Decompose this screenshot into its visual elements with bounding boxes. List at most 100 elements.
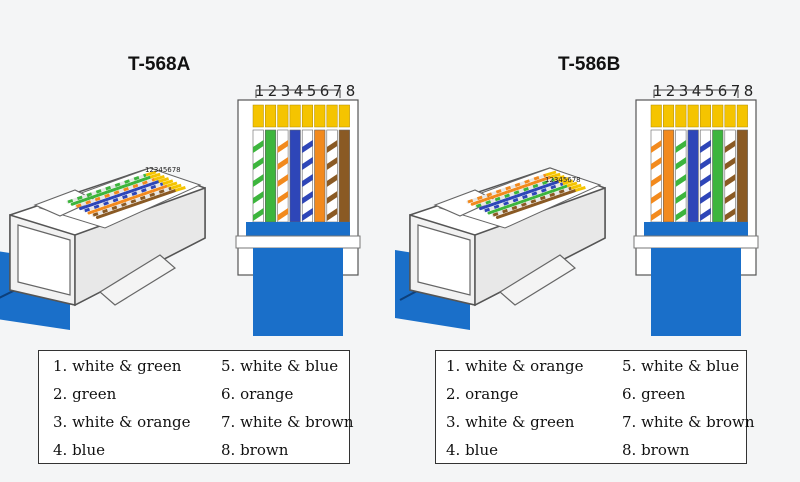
perspective-wire (79, 180, 161, 211)
legend-item: 7. white & brown (622, 413, 755, 431)
cable-jacket (246, 222, 350, 236)
gold-contact (650, 104, 662, 128)
wire-stripe (724, 174, 736, 187)
wire-stripe (326, 140, 338, 153)
wire-stripe (651, 157, 662, 170)
pin-number: 2 (267, 82, 278, 100)
wire-pin-6 (314, 129, 326, 223)
perspective-wire (487, 184, 569, 215)
wire-stripe (675, 174, 687, 187)
wire-stripe (253, 157, 264, 170)
wire-stripe (326, 208, 338, 221)
wire-stripe (277, 174, 289, 187)
legend-item: 3. white & orange (53, 413, 191, 431)
wire-pin-8 (338, 129, 350, 223)
wire-stripe (302, 208, 313, 221)
perspective-wire (70, 175, 152, 206)
wire-stripe (700, 208, 711, 221)
rj45-front-view-b (633, 89, 759, 336)
legend-item: 8. brown (622, 441, 690, 459)
rj45-connector-icon: 12345678 (395, 167, 606, 330)
ethernet-cable-icon (651, 248, 741, 336)
wire-stripe (651, 208, 662, 221)
mini-pin-numbers: 12345678 (545, 176, 581, 184)
wire-stripe (302, 191, 313, 204)
pin-number: 1 (652, 82, 663, 100)
legend-item: 1. white & green (53, 357, 182, 375)
pin-number: 5 (306, 82, 317, 100)
gold-contact (252, 104, 264, 128)
legend-item: 4. blue (446, 441, 499, 459)
wire-stripe (253, 208, 264, 221)
ethernet-cable-icon (253, 248, 343, 336)
wire-stripe (724, 157, 736, 170)
legend-item: 5. white & blue (221, 357, 339, 375)
pin-number: 2 (665, 82, 676, 100)
pin-number: 6 (717, 82, 728, 100)
legend-item: 4. blue (53, 441, 106, 459)
wire-stripe (700, 174, 711, 187)
wire-stripe (651, 191, 662, 204)
pin-number: 3 (678, 82, 689, 100)
pin-number: 4 (293, 82, 304, 100)
gold-contact (712, 104, 724, 128)
wire-stripe (302, 140, 313, 153)
legend-item: 7. white & brown (221, 413, 354, 431)
wire-stripe (277, 191, 289, 204)
wire-stripe (326, 174, 338, 187)
gold-contact (724, 104, 736, 128)
wire-stripe (700, 140, 711, 153)
legend-item: 6. green (622, 385, 686, 403)
gold-contact (663, 104, 675, 128)
wire-stripe (277, 157, 289, 170)
pin-number: 8 (743, 82, 754, 100)
wire-stripe (277, 140, 289, 153)
gold-contact (699, 104, 711, 128)
wire-pin-6 (712, 129, 724, 223)
wire-stripe (302, 157, 313, 170)
wire-stripe (724, 140, 736, 153)
wire-stripe (675, 191, 687, 204)
wire-stripe (253, 174, 264, 187)
gold-contact (265, 104, 277, 128)
legend-item: 3. white & green (446, 413, 575, 431)
mini-pin-numbers: 12345678 (145, 166, 181, 174)
legend-item: 2. orange (446, 385, 519, 403)
wire-stripe (700, 191, 711, 204)
pin-number: 7 (332, 82, 343, 100)
pin-number: 7 (730, 82, 741, 100)
perspective-wire (479, 180, 561, 211)
gold-contact (277, 104, 289, 128)
wire-pin-2 (264, 129, 277, 223)
wire-stripe (277, 208, 289, 221)
perspective-wire (87, 184, 169, 215)
wire-stripe (675, 157, 687, 170)
legend-item: 8. brown (221, 441, 289, 459)
legend-item: 6. orange (221, 385, 294, 403)
gold-contact (338, 104, 350, 128)
rj45-front-view-a (235, 89, 361, 336)
pin-number: 3 (280, 82, 291, 100)
wire-stripe (651, 174, 662, 187)
wire-stripe (675, 140, 687, 153)
wire-pin-2 (662, 129, 675, 223)
wire-stripe (253, 140, 264, 153)
wire-stripe (675, 208, 687, 221)
wire-stripe (724, 208, 736, 221)
title-t586b: T-586B (558, 54, 621, 75)
pin-number: 1 (254, 82, 265, 100)
pin-number: 6 (319, 82, 330, 100)
cable-jacket (644, 222, 748, 236)
title-t568a: T-568A (128, 54, 191, 75)
wire-legend-a: 1. white & green 2. green 3. white & ora… (38, 350, 354, 464)
pin-number: 5 (704, 82, 715, 100)
wire-stripe (651, 140, 662, 153)
perspective-wire (495, 188, 577, 219)
gold-contact (289, 104, 301, 128)
gold-contact (314, 104, 326, 128)
perspective-wire (470, 175, 552, 206)
pin-number: 8 (345, 82, 356, 100)
